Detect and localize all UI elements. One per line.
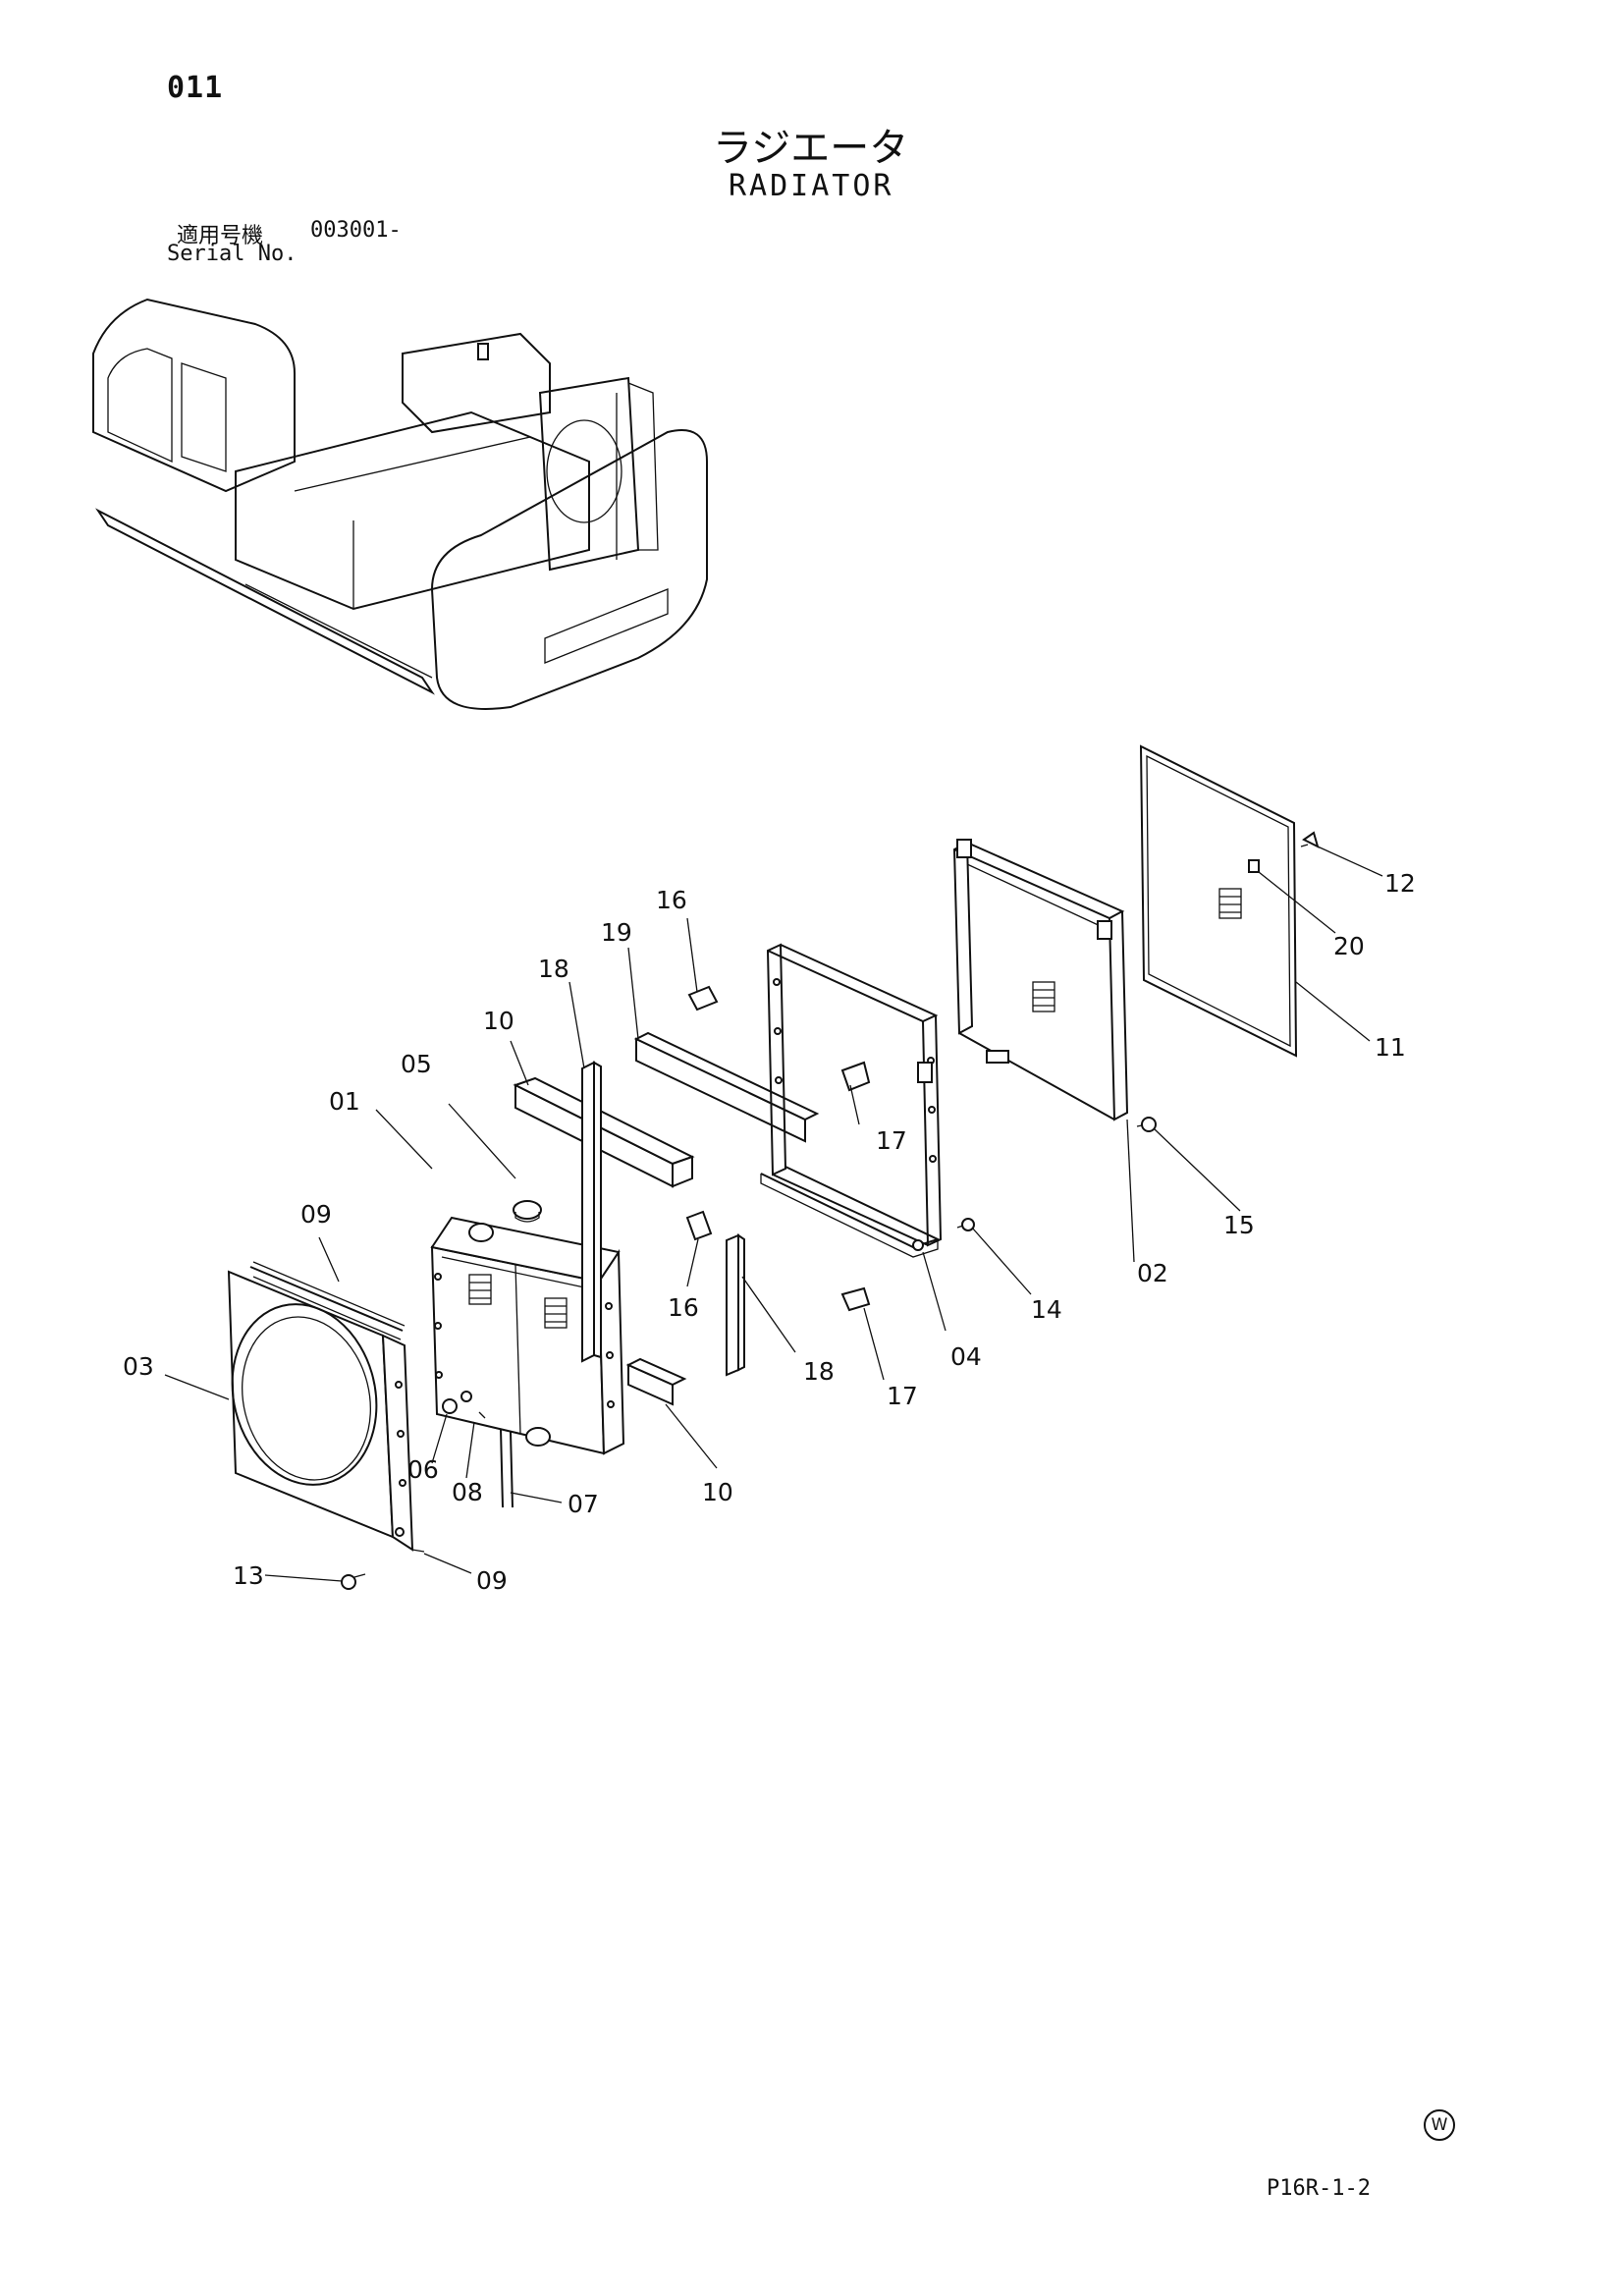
radiator-cap-icon bbox=[513, 1200, 542, 1223]
callout-01: 01 bbox=[329, 1087, 360, 1116]
callout-17-bottom: 17 bbox=[887, 1382, 918, 1410]
callout-09-top: 09 bbox=[300, 1200, 332, 1229]
radiator-core bbox=[430, 1216, 625, 1455]
title-english: RADIATOR bbox=[729, 169, 894, 203]
leader-lines bbox=[164, 846, 1383, 1582]
callout-07: 07 bbox=[568, 1490, 599, 1518]
callout-09-bottom: 09 bbox=[476, 1566, 508, 1595]
seal-strips bbox=[513, 985, 871, 1406]
callout-labels: 01 02 03 04 05 06 07 08 09 09 10 10 11 1… bbox=[123, 869, 1416, 1595]
excavator-overview bbox=[92, 298, 708, 710]
callout-02: 02 bbox=[1137, 1259, 1168, 1287]
wing-nut-icon bbox=[1300, 831, 1320, 848]
bolt-13-icon bbox=[341, 1573, 366, 1590]
callout-19: 19 bbox=[601, 918, 632, 947]
bolt-15-icon bbox=[1136, 1117, 1157, 1132]
net-screen bbox=[1139, 744, 1298, 1058]
callout-04: 04 bbox=[950, 1342, 982, 1371]
callout-10-bottom: 10 bbox=[702, 1478, 733, 1506]
seal-bolt-icon bbox=[411, 1549, 425, 1553]
callout-18-top: 18 bbox=[538, 955, 569, 983]
callout-03: 03 bbox=[123, 1352, 154, 1381]
callout-06: 06 bbox=[407, 1455, 439, 1484]
callout-05: 05 bbox=[401, 1050, 432, 1078]
drain-plug-icon bbox=[442, 1391, 514, 1508]
serial-label-japanese: 適用号機 bbox=[177, 224, 264, 248]
bracket-frame bbox=[760, 943, 943, 1258]
callout-16-bottom: 16 bbox=[668, 1293, 699, 1322]
callout-16-top: 16 bbox=[656, 886, 687, 914]
title-japanese: ラジエータ bbox=[713, 126, 909, 171]
callout-13: 13 bbox=[233, 1561, 264, 1590]
callout-15: 15 bbox=[1223, 1211, 1255, 1239]
callout-20: 20 bbox=[1333, 932, 1365, 960]
callout-08: 08 bbox=[452, 1478, 483, 1506]
serial-value: 003001- bbox=[310, 218, 402, 243]
page-number: 011 bbox=[167, 71, 224, 105]
bolt-14-icon bbox=[956, 1218, 975, 1231]
callout-17-top: 17 bbox=[876, 1126, 907, 1155]
callout-11: 11 bbox=[1375, 1033, 1406, 1062]
callout-10-top: 10 bbox=[483, 1007, 514, 1035]
callout-18-bottom: 18 bbox=[803, 1357, 835, 1386]
serial-label-english: Serial No. bbox=[167, 242, 298, 266]
w-mark-icon: W bbox=[1424, 2109, 1455, 2141]
inner-screen-frame bbox=[952, 839, 1129, 1121]
fan-shroud bbox=[227, 1261, 414, 1552]
callout-12: 12 bbox=[1384, 869, 1416, 898]
callout-14: 14 bbox=[1031, 1295, 1062, 1324]
page-code: P16R-1-2 bbox=[1267, 2176, 1371, 2201]
